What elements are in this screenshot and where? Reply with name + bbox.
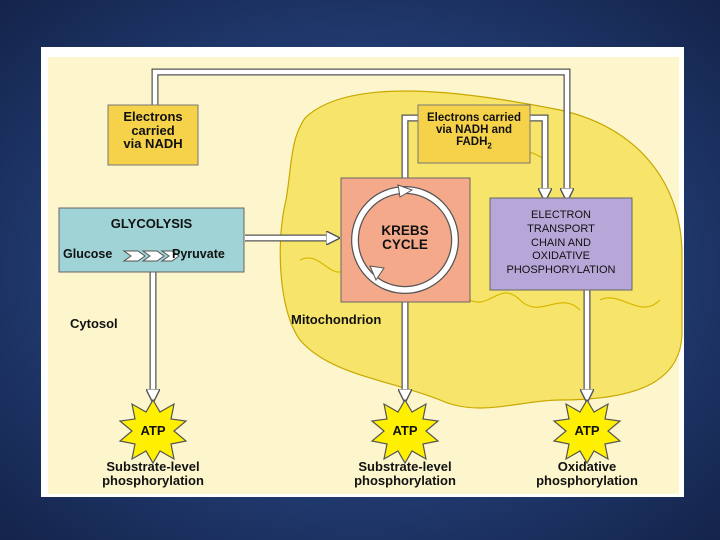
atp-burst-3 bbox=[552, 398, 622, 465]
cristae-lines bbox=[299, 149, 661, 311]
atp-burst-2 bbox=[370, 398, 440, 465]
krebs-box bbox=[340, 177, 471, 303]
atp-label-1: ATP bbox=[140, 423, 166, 438]
atp-label-2: ATP bbox=[392, 423, 418, 438]
glycolysis-title: GLYCOLYSIS bbox=[110, 216, 193, 231]
electrons-fadh2-box bbox=[417, 104, 531, 164]
electrons-nadh-box bbox=[107, 104, 199, 166]
glucose-to-pyruvate-arrow bbox=[122, 250, 180, 262]
pyruvate-label: Pyruvate bbox=[172, 247, 225, 261]
etc-box bbox=[489, 197, 633, 291]
cytosol-label: Cytosol bbox=[70, 316, 118, 331]
mitochondrion-label: Mitochondrion bbox=[291, 312, 382, 327]
atp-label-3: ATP bbox=[574, 423, 600, 438]
mitochondrion-shape bbox=[279, 90, 683, 409]
atp-burst-1 bbox=[118, 398, 188, 465]
krebs-cycle-ring bbox=[351, 184, 459, 294]
glucose-label: Glucose bbox=[63, 247, 113, 261]
